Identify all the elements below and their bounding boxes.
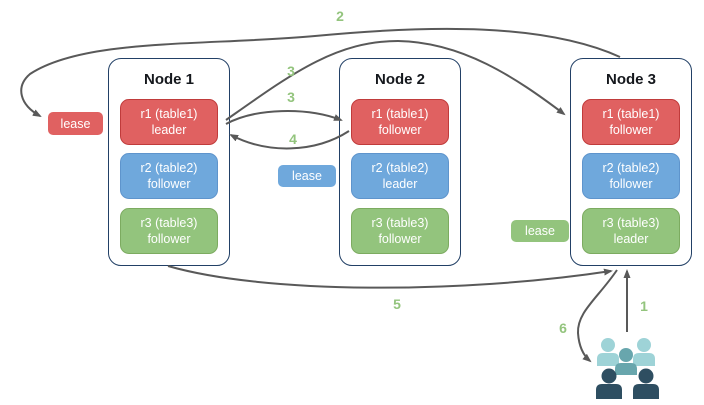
users-icon [596, 338, 659, 399]
arrow-step-3-to-node2 [225, 110, 343, 125]
node1-title: Node 1 [143, 71, 194, 88]
replica-name: r1 (table1) [371, 107, 429, 121]
replica-name: r2 (table2) [140, 161, 198, 175]
node2-replica-r3: r3 (table3) follower [351, 208, 449, 254]
arrow-step-5 [167, 265, 613, 289]
node2-replica-r1: r1 (table1) follower [351, 99, 449, 145]
node3-replica-r3: r3 (table3) leader [582, 208, 680, 254]
step-label-6: 6 [559, 320, 567, 336]
replica-name: r2 (table2) [371, 161, 429, 175]
node3-replica-r1: r1 (table1) follower [582, 99, 680, 145]
replica-name: r1 (table1) [140, 107, 198, 121]
replica-role: leader [613, 232, 649, 246]
node1-box: Node 1 r1 (table1) leader r2 (table2) fo… [108, 58, 230, 266]
replica-name: r3 (table3) [140, 216, 198, 230]
step-label-3b: 3 [287, 89, 295, 105]
step-label-1: 1 [640, 298, 648, 314]
replica-name: r2 (table2) [602, 161, 660, 175]
node2-replica-r2: r2 (table2) leader [351, 153, 449, 199]
replica-role: follower [147, 232, 191, 246]
lease-tag-r2: lease [278, 165, 336, 187]
node1-replica-r3: r3 (table3) follower [120, 208, 218, 254]
replica-role: follower [609, 177, 653, 191]
replica-role: follower [378, 123, 422, 137]
node3-replica-r2: r2 (table2) follower [582, 153, 680, 199]
replica-role: follower [378, 232, 422, 246]
step-label-4: 4 [289, 131, 297, 147]
step-label-5: 5 [393, 296, 401, 312]
node2-box: Node 2 r1 (table1) follower r2 (table2) … [339, 58, 461, 266]
step-label-3a: 3 [287, 63, 295, 79]
replica-role: leader [151, 123, 187, 137]
replica-role: follower [147, 177, 191, 191]
node3-box: Node 3 r1 (table1) follower r2 (table2) … [570, 58, 692, 266]
replica-role: leader [382, 177, 418, 191]
step-label-2: 2 [336, 8, 344, 24]
node1-replica-r1: r1 (table1) leader [120, 99, 218, 145]
lease-tag-r1: lease [48, 112, 103, 135]
lease-tag-r3: lease [511, 220, 569, 242]
node2-title: Node 2 [374, 71, 425, 88]
replica-name: r3 (table3) [602, 216, 660, 230]
replica-name: r3 (table3) [371, 216, 429, 230]
replica-role: follower [609, 123, 653, 137]
node1-replica-r2: r2 (table2) follower [120, 153, 218, 199]
replica-name: r1 (table1) [602, 107, 660, 121]
node3-title: Node 3 [605, 71, 656, 88]
